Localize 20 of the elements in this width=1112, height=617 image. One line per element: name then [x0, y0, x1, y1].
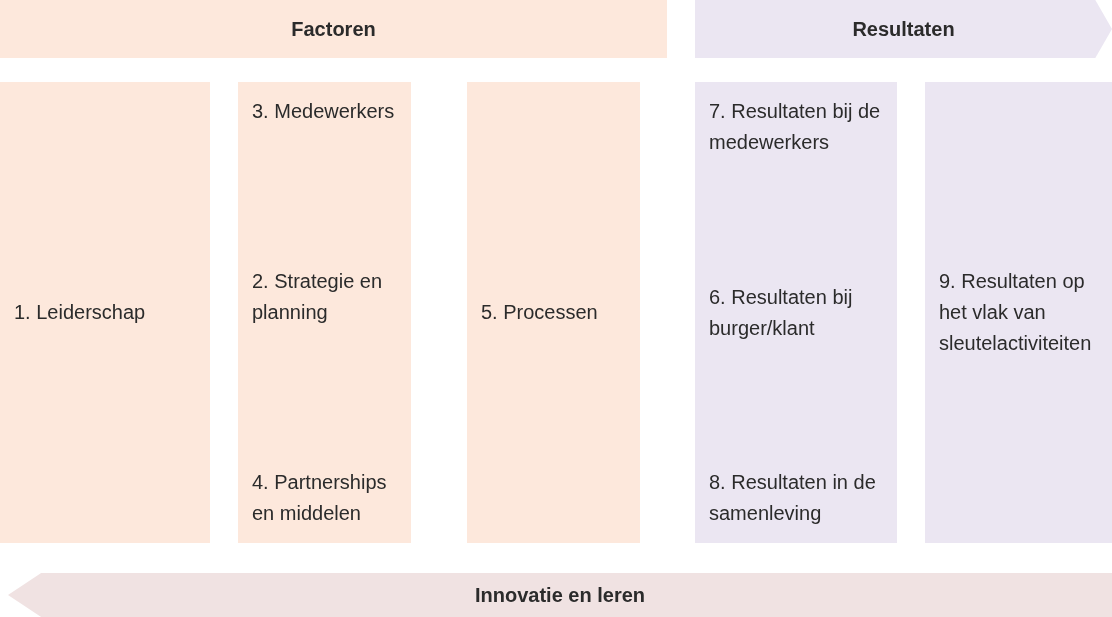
arrow-band: [695, 0, 1112, 58]
criterion-label: 6. Resultaten bij burger/klant: [709, 284, 854, 341]
criterion-column: [0, 82, 210, 543]
criterion-label: 9. Resultaten op het vlak van sleutelactiviteiten: [939, 269, 1093, 356]
header-band: [0, 0, 667, 58]
criterion-column: [695, 82, 897, 543]
band-title: Innovatie en leren: [474, 583, 646, 607]
criterion-label: 1. Leiderschap: [14, 300, 147, 325]
criterion-label: 5. Processen: [481, 300, 599, 325]
band-title: Factoren: [291, 17, 376, 41]
criterion-column: [467, 82, 640, 543]
criterion-label: 4. Partnerships en middelen: [252, 470, 388, 526]
arrow-band: [8, 573, 1112, 617]
criterion-column: [238, 82, 411, 543]
criterion-column: [925, 82, 1112, 543]
criterion-label: 8. Resultaten in de samenleving: [709, 470, 877, 526]
criterion-label: 7. Resultaten bij de medewerkers: [709, 99, 882, 155]
criterion-label: 3. Medewerkers: [252, 99, 396, 124]
band-title: Resultaten: [852, 17, 955, 41]
criterion-label: 2. Strategie en planning: [252, 269, 384, 325]
